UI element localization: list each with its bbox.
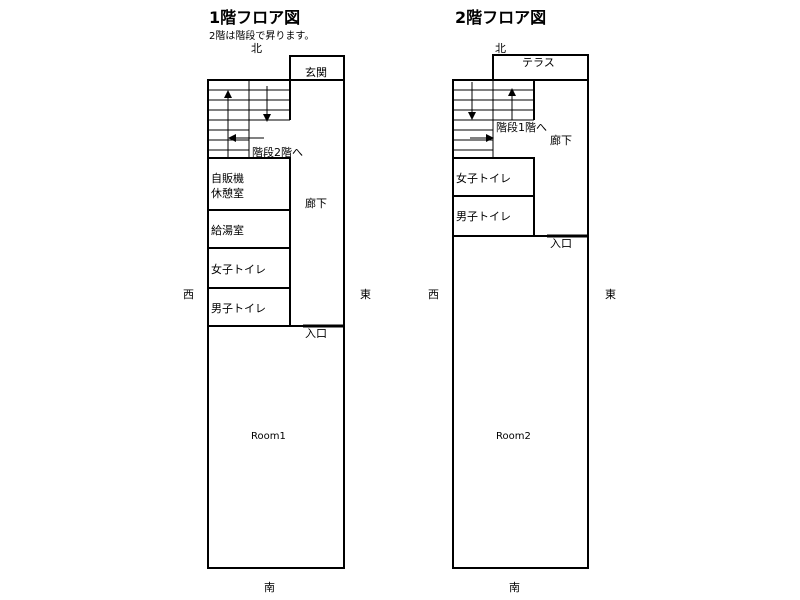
floor2-outline bbox=[452, 79, 589, 569]
floor1-mens-toilet-label: 男子トイレ bbox=[211, 302, 266, 315]
floor2-south-label: 南 bbox=[509, 581, 520, 594]
floor2-north-label: 北 bbox=[495, 42, 506, 55]
floor1-vending-label-line2: 休憩室 bbox=[211, 186, 244, 200]
floor1-title: 1階フロア図 bbox=[209, 8, 300, 27]
floor1-entrance-label: 入口 bbox=[305, 327, 327, 340]
floor2-stairs bbox=[453, 80, 535, 158]
floor1-plan: 1階フロア図 2階は階段で昇ります。 北 西 東 南 玄関 bbox=[183, 8, 371, 594]
floor1-west-label: 西 bbox=[183, 288, 194, 301]
floor1-room-label: Room1 bbox=[251, 431, 286, 442]
floor2-womens-toilet-label: 女子トイレ bbox=[456, 171, 511, 185]
floor1-kitchen-label: 給湯室 bbox=[211, 223, 244, 237]
floor1-entrance-hall bbox=[289, 55, 345, 81]
floor1-east-label: 東 bbox=[360, 288, 371, 301]
floor2-stairs-label: 階段1階へ bbox=[496, 120, 547, 134]
floor2-corridor-label: 廊下 bbox=[550, 133, 572, 147]
floor1-vending-label-line1: 自販機 bbox=[211, 171, 244, 185]
floor2-east-label: 東 bbox=[605, 288, 616, 301]
floor2-room-label: Room2 bbox=[496, 431, 531, 442]
floor1-corridor-label: 廊下 bbox=[305, 196, 327, 210]
floor2-mens-toilet-label: 男子トイレ bbox=[456, 210, 511, 223]
floor1-womens-toilet-label: 女子トイレ bbox=[211, 262, 266, 276]
floor2-title: 2階フロア図 bbox=[455, 8, 546, 27]
floor2-plan: 2階フロア図 北 西 東 南 テラス 階段1階へ bbox=[428, 8, 616, 594]
floor2-entrance-label: 入口 bbox=[550, 237, 572, 250]
floor1-entrance-hall-label: 玄関 bbox=[305, 65, 327, 79]
floor2-terrace bbox=[492, 54, 589, 81]
floor2-west-label: 西 bbox=[428, 288, 439, 301]
floor1-stairs-label: 階段2階へ bbox=[252, 145, 303, 159]
floor1-south-label: 南 bbox=[264, 581, 275, 594]
floor2-terrace-label: テラス bbox=[522, 56, 555, 69]
floor1-stairs bbox=[208, 80, 291, 158]
floor1-north-label: 北 bbox=[251, 42, 262, 55]
floor1-note: 2階は階段で昇ります。 bbox=[209, 29, 314, 42]
